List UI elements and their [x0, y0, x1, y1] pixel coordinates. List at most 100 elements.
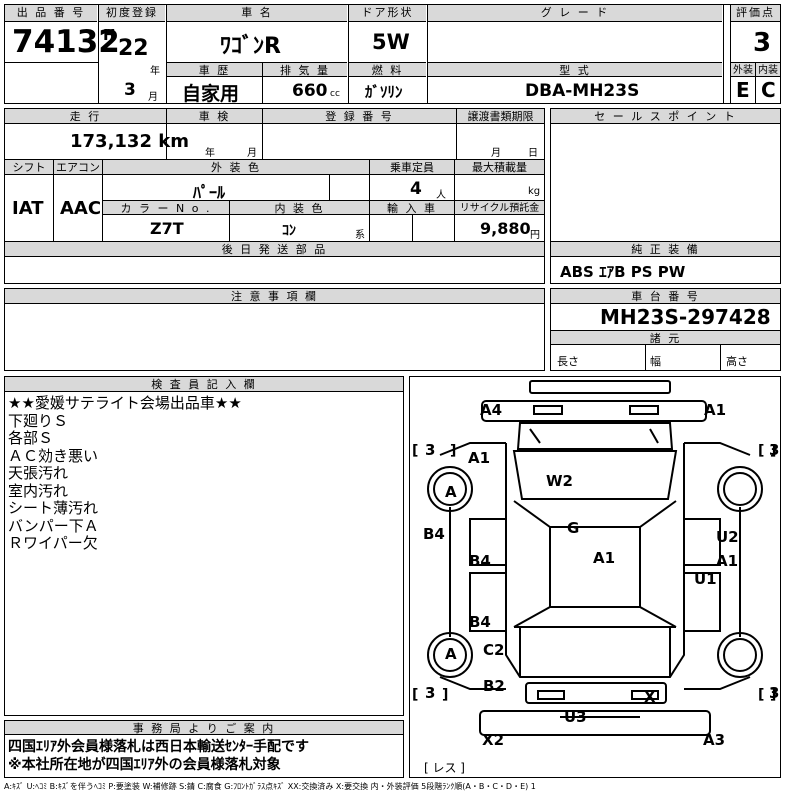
- office-header: 事 務 局 よ り ご 案 内: [5, 721, 403, 735]
- damage-c2: C2: [483, 641, 505, 659]
- int-color-header: 内 装 色: [230, 201, 369, 215]
- interior-header: 内装: [756, 62, 780, 77]
- era: H: [103, 26, 116, 44]
- transfer-day: 日: [528, 148, 538, 159]
- transfer-header: 譲渡書類期限: [457, 109, 544, 124]
- load-unit: kg: [528, 186, 541, 197]
- office-notes: 四国ｴﾘｱ外会員様落札は西日本輸送ｾﾝﾀｰ手配です ※本社所在地が四国ｴﾘｱ外の…: [8, 738, 309, 774]
- office-line: ※本社所在地が四国ｴﾘｱ外の会員様落札対象: [8, 757, 281, 773]
- door-header: ドア形状: [349, 5, 426, 22]
- office-line: 四国ｴﾘｱ外会員様落札は西日本輸送ｾﾝﾀｰ手配です: [8, 739, 309, 755]
- insp-year-unit: 年: [205, 148, 215, 159]
- recycle-header: リサイクル預託金: [455, 201, 544, 215]
- capacity-value: 4: [410, 179, 422, 199]
- recycle-value: 9,880: [480, 219, 531, 238]
- tire-rear-left-damage: A: [445, 645, 457, 663]
- shift-value: IAT: [12, 198, 44, 219]
- ac-value: AAC: [60, 198, 102, 219]
- inspector-line: 下廻りＳ: [8, 411, 69, 430]
- tread-rl: 3: [425, 684, 436, 702]
- inspector-line: バンパー下Ａ: [8, 516, 99, 535]
- fuel-header: 燃 料: [349, 62, 426, 77]
- tread-bracket-fr-close: ]: [770, 443, 776, 459]
- color-value: ﾊﾟｰﾙ: [193, 183, 226, 202]
- damage-a1-roof: A1: [593, 549, 616, 567]
- model-header: 型 式: [428, 62, 722, 77]
- inspector-line: ★★愛媛サテライト会場出品車★★: [8, 394, 242, 412]
- color-header: 外 装 色: [103, 160, 369, 175]
- reg-month: 3: [124, 80, 136, 100]
- damage-w2: W2: [546, 472, 573, 490]
- tread-bracket-rr-close: ]: [770, 687, 776, 703]
- tread-fl: 3: [425, 441, 436, 459]
- damage-x-rear: X: [644, 688, 656, 706]
- tread-bracket-fl-close: ]: [450, 443, 456, 459]
- tread-bracket-rr: [: [758, 687, 764, 703]
- tread-rr: 3: [769, 684, 780, 702]
- tread-bracket-rl: [: [412, 687, 418, 703]
- grade-header: グ レ ー ド: [428, 5, 722, 22]
- inspector-line: Ｒワイパー欠: [8, 534, 98, 552]
- ac-header: エアコン: [54, 160, 102, 175]
- capacity-header: 乗車定員: [370, 160, 454, 175]
- plate-header: 登 録 番 号: [263, 109, 456, 124]
- damage-b4-door1: B4: [469, 552, 491, 570]
- height-label: 高さ: [726, 355, 748, 368]
- damage-u2: U2: [716, 528, 739, 546]
- tread-bracket-rl-close: ]: [442, 687, 448, 703]
- later-parts-header: 後 日 発 送 部 品: [5, 242, 544, 257]
- tread-fr: 3: [769, 441, 780, 459]
- width-label: 幅: [650, 355, 661, 368]
- reg-year: 22: [118, 36, 149, 61]
- lot-header: 出 品 番 号: [5, 5, 97, 22]
- history-header: 車 歴: [167, 62, 262, 77]
- inspector-line: ＡＣ効き悪い: [8, 446, 99, 465]
- inspector-line: 天張汚れ: [8, 464, 69, 482]
- mileage-value: 173,132 km: [70, 131, 189, 152]
- exterior-header: 外装: [731, 62, 755, 77]
- damage-u3: U3: [564, 708, 587, 726]
- sales-point-box: [550, 108, 781, 284]
- inspector-box: [4, 376, 404, 716]
- recycle-unit: 円: [530, 230, 540, 241]
- damage-a1-right: A1: [716, 552, 739, 570]
- month-unit: 月: [148, 92, 158, 103]
- history-value: 自家用: [182, 83, 240, 105]
- color-no-header: カ ラ ー N o .: [103, 201, 229, 215]
- car-name: ﾜｺﾞﾝR: [220, 34, 281, 59]
- damage-a3: A3: [703, 731, 726, 749]
- tire-front-left-damage: A: [445, 483, 457, 501]
- inspection-header: 車 検: [167, 109, 262, 124]
- displacement-header: 排 気 量: [263, 62, 347, 77]
- spare-tire: [ レス ]: [424, 761, 465, 775]
- damage-b4-left: B4: [423, 525, 445, 543]
- door-type: 5W: [372, 30, 410, 54]
- int-color-unit: 系: [355, 230, 365, 241]
- shift-header: シフト: [5, 160, 53, 175]
- inspector-line: 室内汚れ: [8, 481, 69, 500]
- displacement-unit: cc: [330, 89, 340, 99]
- first-reg-header: 初度登録: [99, 5, 165, 22]
- color-no-value: Z7T: [150, 219, 184, 238]
- transfer-month: 月: [491, 148, 501, 159]
- exterior-grade: E: [736, 78, 750, 102]
- car-name-header: 車 名: [167, 5, 347, 22]
- damage-diagram: [ ] [ ] [ ] [ ] 3 3 3 3 A4 A1 A1 W2 G B4…: [409, 376, 781, 778]
- inspector-line: シート薄汚れ: [8, 499, 99, 517]
- fuel-value: ｶﾞｿﾘﾝ: [365, 83, 403, 101]
- tread-bracket-fl: [: [412, 443, 418, 459]
- damage-x2: X2: [482, 731, 505, 749]
- notes-header: 注 意 事 項 欄: [5, 289, 544, 304]
- genuine-header: 純 正 装 備: [551, 242, 780, 257]
- int-color-value: ｺﾝ: [282, 223, 296, 239]
- inspector-header: 検 査 員 記 入 欄: [5, 377, 403, 392]
- score-header: 評価点: [731, 5, 780, 22]
- length-label: 長さ: [557, 355, 579, 368]
- chassis-header: 車 台 番 号: [551, 289, 780, 304]
- capacity-unit: 人: [436, 190, 446, 201]
- genuine-equipment: ABS ｴｱB PS PW: [560, 263, 686, 281]
- displacement-value: 660: [292, 81, 328, 101]
- damage-u1: U1: [694, 570, 717, 588]
- inspector-line: 各部Ｓ: [8, 429, 54, 447]
- damage-a4: A4: [480, 401, 503, 419]
